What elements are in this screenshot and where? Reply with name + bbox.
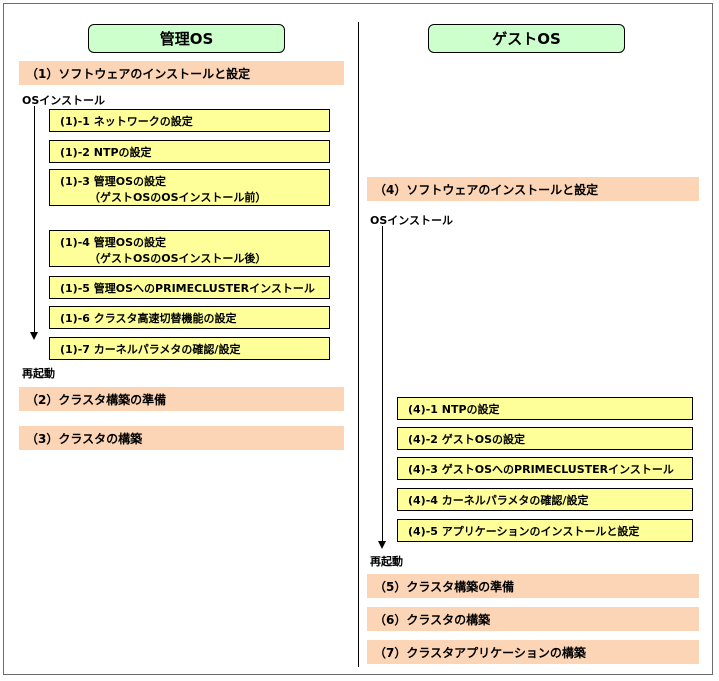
guest-reboot-label: 再起動: [370, 555, 403, 568]
step-1-4: (1)-4 管理OSの設定（ゲストOSのOSインストール後）: [49, 230, 330, 267]
host-arrow-head: [30, 332, 38, 340]
step-1-1: (1)-1 ネットワークの設定: [49, 109, 330, 132]
phase-1: （1）ソフトウェアのインストールと設定: [19, 61, 344, 85]
phase-5: （5）クラスタ構築の準備: [367, 574, 699, 598]
step-4-5: (4)-5 アプリケーションのインストールと設定: [397, 519, 693, 542]
host-arrow-line: [34, 106, 35, 332]
phase-2: （2）クラスタ構築の準備: [19, 387, 344, 411]
guest-arrow-line: [382, 226, 383, 541]
host-os-header: 管理OS: [88, 24, 285, 53]
step-1-6: (1)-6 クラスタ高速切替機能の設定: [49, 306, 330, 329]
step-4-2: (4)-2 ゲストOSの設定: [397, 427, 693, 450]
guest-os-install-label: OSインストール: [370, 214, 454, 227]
step-1-3: (1)-3 管理OSの設定（ゲストOSのOSインストール前）: [49, 169, 330, 206]
step-1-7: (1)-7 カーネルパラメタの確認/設定: [49, 337, 330, 360]
step-1-2: (1)-2 NTPの設定: [49, 140, 330, 163]
column-divider: [358, 22, 359, 667]
phase-4: （4）ソフトウェアのインストールと設定: [367, 177, 699, 201]
step-4-3: (4)-3 ゲストOSへのPRIMECLUSTERインストール: [397, 457, 693, 480]
guest-arrow-head: [378, 541, 386, 549]
step-1-5: (1)-5 管理OSへのPRIMECLUSTERインストール: [49, 276, 330, 299]
diagram-frame: [3, 3, 713, 675]
phase-3: （3）クラスタの構築: [19, 426, 344, 450]
phase-6: （6）クラスタの構築: [367, 607, 699, 631]
guest-os-header: ゲストOS: [428, 24, 625, 53]
host-reboot-label: 再起動: [22, 367, 55, 380]
step-4-4: (4)-4 カーネルパラメタの確認/設定: [397, 488, 693, 511]
host-os-install-label: OSインストール: [22, 94, 106, 107]
phase-7: （7）クラスタアプリケーションの構築: [367, 640, 699, 664]
step-4-1: (4)-1 NTPの設定: [397, 397, 693, 420]
